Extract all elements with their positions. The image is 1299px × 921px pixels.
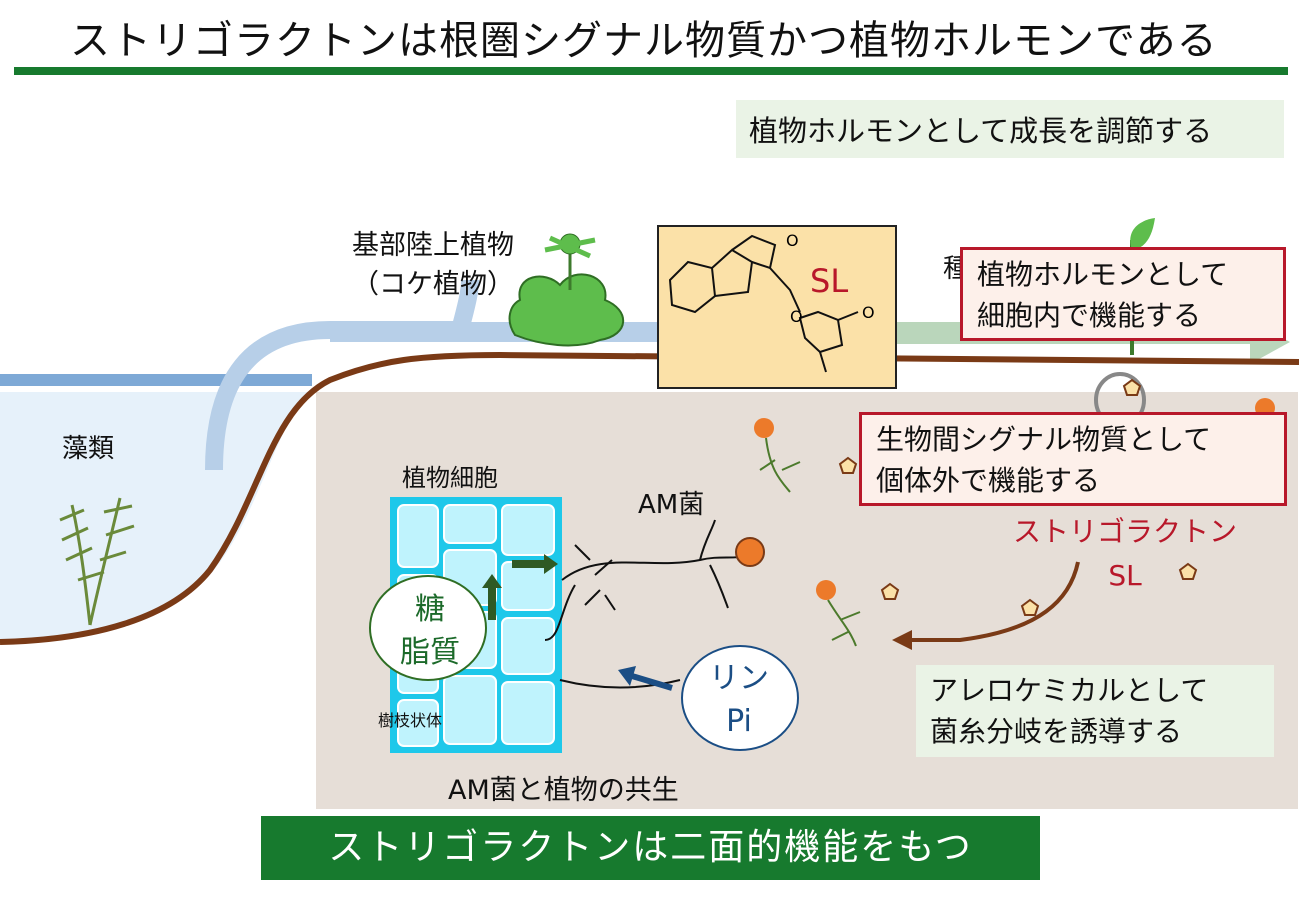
algae-label: 藻類 — [62, 434, 115, 464]
evolution-curve — [205, 279, 479, 471]
dendrite-label: 樹枝状体 — [378, 711, 443, 730]
pi-arrow — [631, 673, 673, 691]
strigolactone-line1: ストリゴラクトン — [1012, 515, 1237, 548]
plant-cell-label: 植物細胞 — [402, 464, 498, 492]
pi-line2: Pi — [726, 704, 752, 739]
water-surface — [0, 374, 312, 386]
hormone-banner — [736, 100, 1284, 158]
hormone-box-line2: 細胞内で機能する — [977, 299, 1202, 332]
ground-line — [0, 351, 1299, 645]
signal-extracellular-box: 生物間シグナル物質として 個体外で機能する — [859, 412, 1287, 506]
pi-bubble — [681, 645, 799, 751]
algae-icon — [59, 497, 135, 626]
svg-text:O: O — [786, 231, 799, 250]
spore-icon — [735, 537, 765, 567]
hormone-box-line1: 植物ホルモンとして — [977, 258, 1229, 291]
strigolactone-line2: SL — [1108, 559, 1142, 592]
moss-label-line2: （コケ植物） — [352, 269, 514, 300]
phosphate-text: リン Pi — [678, 657, 800, 743]
fungal-branch — [759, 437, 861, 647]
spore-icon — [816, 580, 836, 600]
allelochemical-text: アレロケミカルとして 菌糸分岐を誘導する — [930, 670, 1208, 752]
moss-label: 基部陸上植物 （コケ植物） — [318, 226, 548, 304]
svg-text:O: O — [790, 307, 803, 326]
hormone-intracellular-box: 植物ホルモンとして 細胞内で機能する — [960, 247, 1286, 341]
pi-line1: リン — [709, 661, 769, 696]
am-hyphae — [544, 519, 749, 689]
moss-icon — [508, 233, 625, 347]
allelo-line1: アレロケミカルとして — [930, 674, 1209, 707]
allelochemical-box — [916, 665, 1274, 757]
transport-arrows — [482, 554, 558, 620]
svg-text:O: O — [862, 303, 875, 322]
water-area — [0, 392, 310, 642]
sugar-line1: 糖 — [415, 592, 445, 627]
strigolactone-label: ストリゴラクトン SL — [990, 510, 1260, 598]
sugar-bubble — [369, 575, 487, 681]
hormone-banner-text: 植物ホルモンとして成長を調節する — [749, 114, 1213, 148]
signal-box-line2: 個体外で機能する — [876, 464, 1101, 497]
sl-induction-arrow — [910, 561, 1080, 642]
spore-icon — [754, 418, 774, 438]
page-title: ストリゴラクトンは根圏シグナル物質かつ植物ホルモンである — [70, 18, 1218, 64]
allelo-line2: 菌糸分岐を誘導する — [930, 715, 1183, 748]
sl-structure-label: SL — [810, 262, 849, 300]
sugar-line2: 脂質 — [400, 635, 460, 670]
conclusion-banner: ストリゴラクトンは二面的機能をもつ — [261, 816, 1040, 880]
sl-induction-arrowhead — [892, 630, 912, 650]
signal-box-line1: 生物間シグナル物質として — [876, 423, 1212, 456]
moss-label-line1: 基部陸上植物 — [352, 230, 514, 261]
pentagon-sl-icon — [838, 378, 1198, 616]
title-underline — [14, 67, 1288, 75]
pi-arrowhead — [618, 666, 636, 686]
am-fungus-label: AM菌 — [638, 490, 705, 520]
sl-structure-box: O O O — [657, 225, 897, 389]
sugar-lipid-text: 糖 脂質 — [370, 588, 490, 674]
symbiosis-label: AM菌と植物の共生 — [448, 775, 679, 806]
